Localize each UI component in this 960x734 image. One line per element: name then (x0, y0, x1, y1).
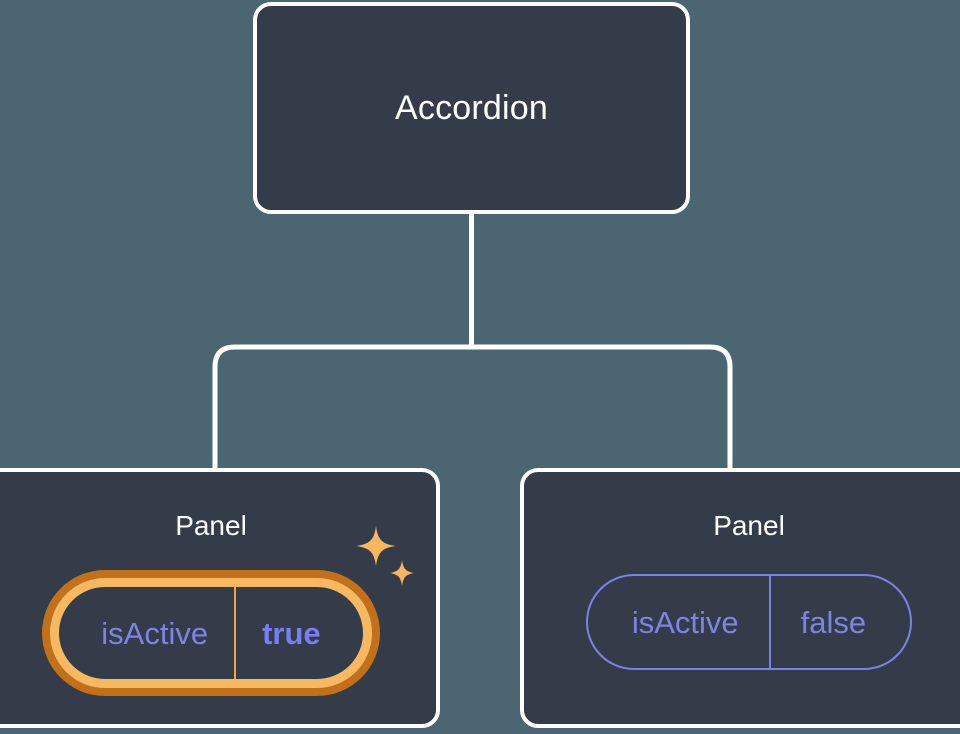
node-accordion[interactable]: Accordion (253, 2, 690, 214)
prop-value-label: true (262, 615, 321, 651)
node-panel-active-title: Panel (175, 510, 247, 541)
prop-pill-active-highlight-ring: isActive true (42, 570, 380, 696)
prop-value-label: false (800, 604, 867, 640)
sparkles-icon (355, 526, 414, 586)
edge-branch-bar (212, 344, 733, 468)
prop-pill-active-wrap: isActive true (42, 526, 414, 696)
node-panel-active[interactable]: Panel isActive true (0, 468, 440, 728)
prop-key-cell: isActive (59, 587, 234, 679)
node-accordion-title: Accordion (395, 89, 548, 127)
prop-key-label: isActive (101, 615, 209, 651)
prop-value-cell: false (768, 576, 910, 668)
node-panel-inactive[interactable]: Panel isActive false (520, 468, 960, 728)
prop-pill-isactive-true[interactable]: isActive true (50, 578, 372, 688)
prop-key-label: isActive (631, 604, 739, 640)
prop-value-cell: true (234, 587, 363, 679)
node-panel-inactive-title: Panel (713, 510, 785, 541)
prop-key-cell: isActive (588, 576, 769, 668)
prop-pill-isactive-false[interactable]: isActive false (585, 574, 913, 670)
prop-pill-inactive-wrap: isActive false (585, 574, 913, 670)
